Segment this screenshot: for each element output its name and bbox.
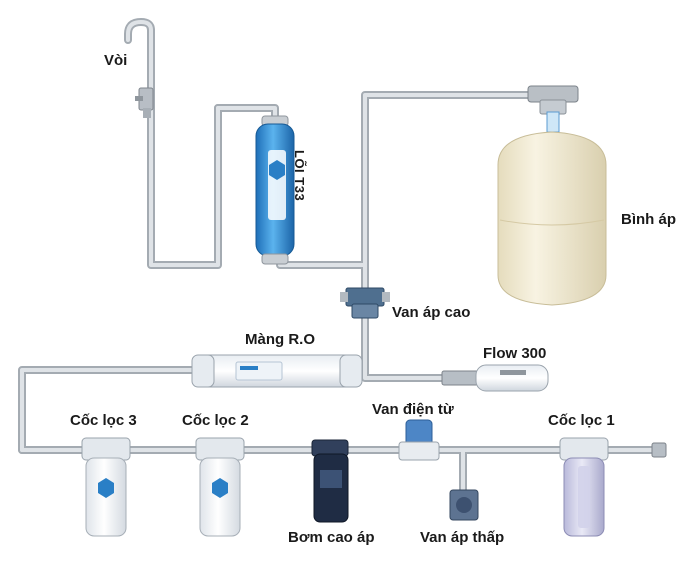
- label-pump: Bơm cao áp: [288, 529, 375, 546]
- ro-membrane: [191, 354, 363, 388]
- label-solenoid: Van điện từ: [372, 401, 454, 418]
- label-filter-3: Cốc lọc 3: [70, 412, 137, 429]
- low-pressure-valve: [449, 489, 479, 521]
- booster-pump: [311, 439, 349, 523]
- filter-housing-3: [81, 437, 131, 537]
- inlet-fitting: [651, 442, 667, 458]
- label-high-pressure-valve: Van áp cao: [392, 304, 471, 321]
- solenoid-valve: [398, 419, 440, 461]
- high-pressure-valve: [340, 287, 390, 319]
- label-faucet: Vòi: [104, 52, 128, 69]
- label-filter-2: Cốc lọc 2: [182, 412, 249, 429]
- flow-restrictor: [441, 364, 549, 392]
- label-t33: LÕI T33: [292, 150, 307, 202]
- filter-housing-2: [195, 437, 245, 537]
- label-flow: Flow 300: [483, 345, 547, 362]
- pipe-ro-to-flow: [361, 311, 474, 382]
- label-filter-1: Cốc lọc 1: [548, 412, 615, 429]
- t33-cartridge: [255, 115, 295, 265]
- filter-housing-1: [559, 437, 609, 537]
- label-ro-membrane: Màng R.O: [245, 331, 315, 348]
- pipe-faucet-loop: [147, 26, 222, 269]
- faucet: [135, 87, 154, 118]
- pressure-tank: [497, 85, 607, 306]
- label-low-pressure-valve: Van áp thấp: [420, 529, 505, 546]
- label-tank: Bình áp: [621, 211, 676, 228]
